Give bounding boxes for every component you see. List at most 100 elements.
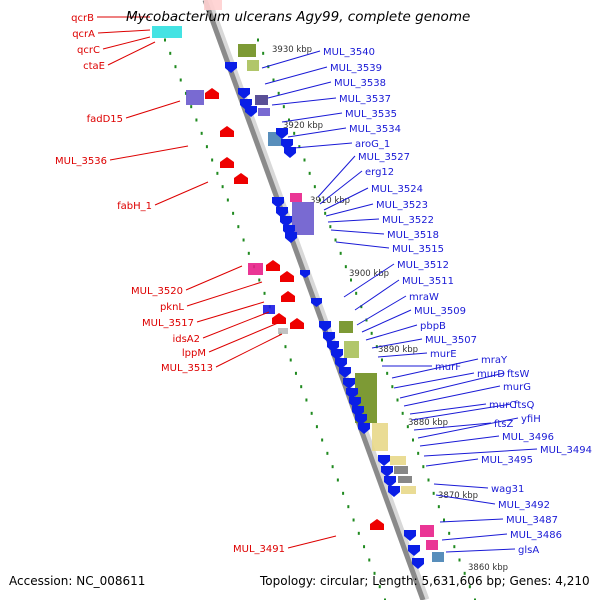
left-tick-track: [164, 38, 386, 600]
right-gene-arrow: [272, 197, 284, 208]
tick-mark: [331, 465, 334, 469]
tick-mark: [313, 185, 316, 189]
right-gene-arrow: [404, 530, 416, 541]
tick-mark: [308, 171, 311, 175]
feature-block: [394, 466, 408, 474]
right-gene-arrow: [300, 270, 310, 278]
right-gene-label-mul-3540: MUL_3540: [323, 47, 375, 58]
label-leader-line: [413, 422, 492, 431]
right-gene-label-ftsz: ftsZ: [494, 419, 513, 430]
label-leader-line: [327, 218, 380, 223]
label-leader-line: [425, 458, 479, 467]
tick-mark: [190, 105, 193, 109]
tick-mark: [200, 131, 203, 135]
label-leader-line: [393, 372, 475, 389]
tick-mark: [406, 425, 409, 429]
tick-mark: [293, 131, 296, 135]
label-leader-line: [271, 97, 337, 106]
tick-mark: [381, 358, 383, 362]
right-gene-label-wag31: wag31: [491, 484, 524, 495]
tick-mark: [378, 585, 381, 589]
tick-mark: [396, 398, 399, 402]
tick-mark: [303, 158, 306, 162]
left-gene-arrow: [220, 157, 234, 168]
label-leader-line: [445, 548, 516, 553]
tick-mark: [247, 251, 250, 255]
tick-mark: [427, 478, 430, 482]
tick-mark: [179, 78, 182, 82]
left-gene-label-qcrb: qcrB: [71, 13, 94, 24]
label-leader-line: [417, 417, 519, 439]
label-leader-line: [208, 322, 279, 353]
left-gene-arrow: [290, 318, 304, 329]
right-gene-label-mul-3522: MUL_3522: [382, 215, 434, 226]
right-gene-label-mul-3527: MUL_3527: [358, 152, 410, 163]
right-gene-arrow: [355, 414, 367, 425]
scale-label: 3900 kbp: [349, 269, 389, 279]
right-gene-arrow: [276, 207, 288, 218]
tick-mark: [294, 371, 297, 375]
label-leader-line: [361, 309, 412, 333]
tick-mark: [263, 291, 266, 295]
tick-mark: [401, 411, 404, 415]
label-leader-line: [409, 403, 487, 415]
tick-mark: [437, 505, 440, 509]
tick-mark: [319, 198, 321, 202]
scale-label: 3930 kbp: [272, 45, 312, 55]
label-leader-line: [97, 29, 151, 34]
label-leader-line: [433, 483, 489, 489]
label-leader-line: [419, 435, 500, 447]
label-leader-line: [441, 533, 508, 541]
scale-label: 3880 kbp: [408, 418, 448, 428]
label-leader-line: [293, 142, 353, 149]
tick-mark: [226, 198, 229, 202]
feature-block: [426, 540, 438, 550]
right-gene-label-mul-3523: MUL_3523: [376, 200, 428, 211]
label-leader-line: [323, 187, 369, 211]
feature-block: [278, 328, 288, 334]
label-leader-line: [330, 229, 385, 235]
left-gene-label-qcra: qcrA: [72, 29, 95, 40]
feature-block: [290, 193, 302, 202]
feature-block: [186, 90, 204, 105]
label-leader-line: [391, 358, 479, 379]
left-gene-arrow: [272, 313, 286, 324]
right-gene-label-mul-3486: MUL_3486: [510, 530, 562, 541]
label-leader-line: [317, 155, 356, 198]
right-gene-label-mul-3515: MUL_3515: [392, 244, 444, 255]
feature-block: [258, 108, 270, 116]
left-gene-label-pknl: pknL: [160, 302, 184, 313]
tick-mark: [277, 91, 280, 95]
scale-label: 3870 kbp: [438, 491, 478, 501]
tick-mark: [417, 451, 420, 455]
label-leader-line: [107, 41, 156, 66]
label-leader-line: [411, 403, 512, 421]
tick-mark: [468, 585, 471, 589]
tick-mark: [453, 545, 456, 549]
right-gene-label-mul-3507: MUL_3507: [425, 335, 477, 346]
label-leader-line: [325, 203, 374, 217]
right-gene-label-mul-3537: MUL_3537: [339, 94, 391, 105]
tick-mark: [339, 251, 342, 255]
scale-label: 3890 kbp: [378, 345, 418, 355]
left-gene-arrow: [370, 519, 384, 530]
tick-mark: [321, 438, 324, 442]
right-gene-arrow: [311, 298, 322, 307]
right-gene-label-arog-1: aroG_1: [355, 139, 390, 150]
label-leader-line: [185, 265, 243, 291]
label-leader-line: [435, 494, 496, 505]
tick-mark: [257, 38, 259, 42]
label-leader-line: [267, 81, 332, 99]
tick-mark: [305, 398, 308, 402]
tick-mark: [211, 158, 214, 162]
tick-mark: [443, 518, 445, 522]
right-gene-label-mure: murE: [430, 349, 457, 360]
tick-mark: [282, 105, 285, 109]
right-gene-arrow: [335, 358, 347, 369]
right-gene-label-mul-3494: MUL_3494: [540, 445, 592, 456]
tick-mark: [267, 65, 270, 69]
tick-mark: [221, 185, 224, 189]
scale-label: 3860 kbp: [468, 563, 508, 573]
